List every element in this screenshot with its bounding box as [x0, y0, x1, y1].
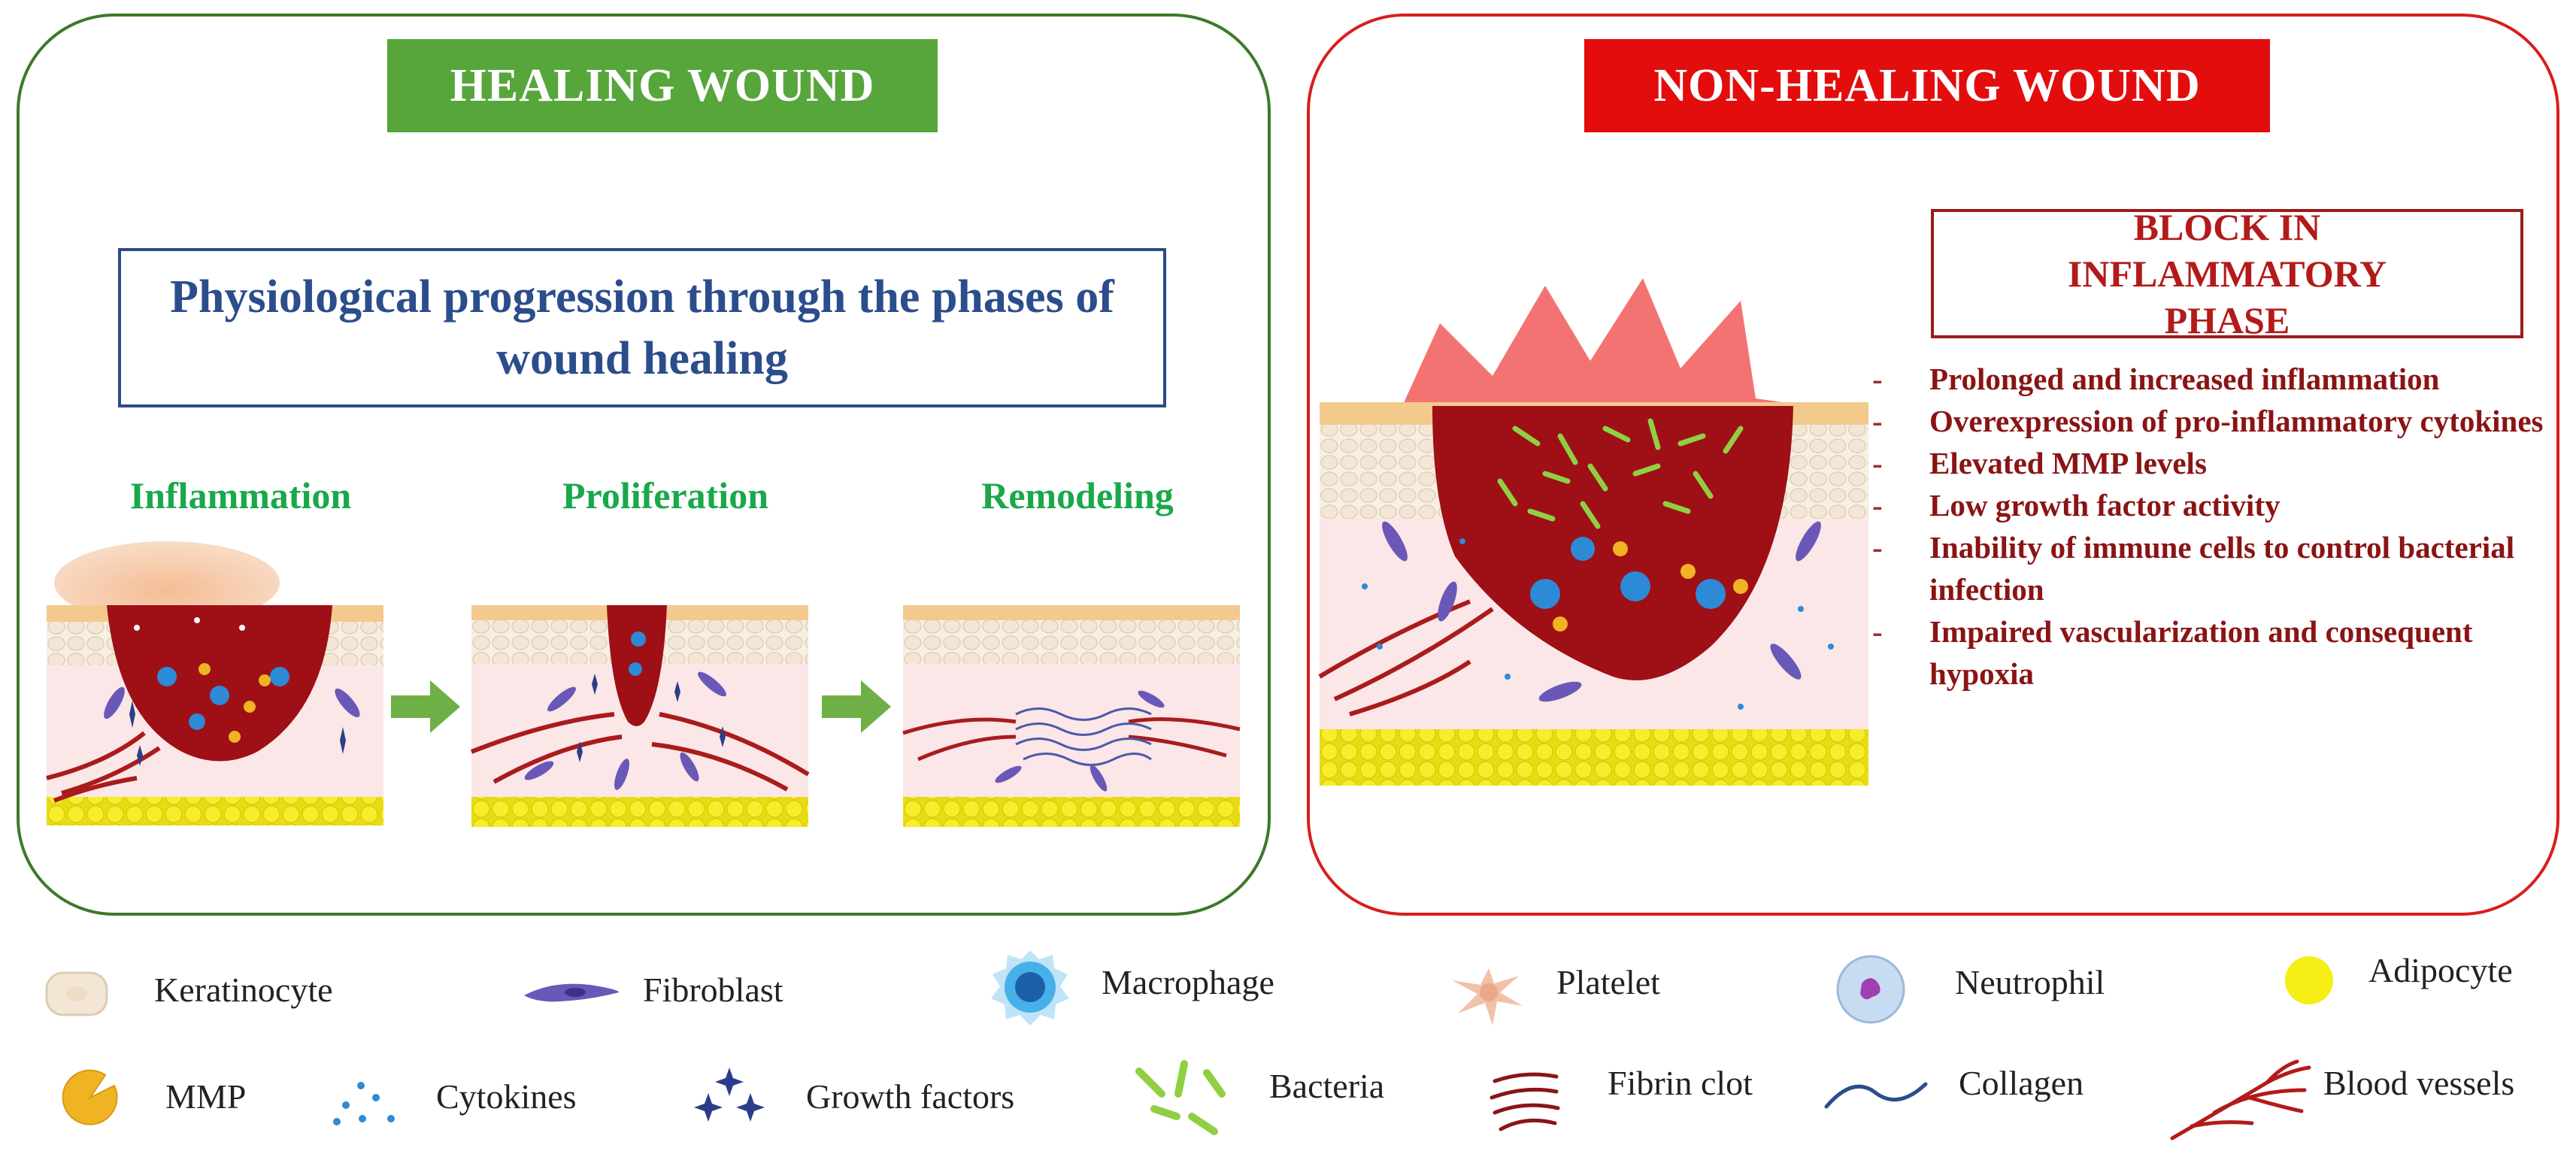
block-title: BLOCK IN INFLAMMATORY PHASE	[2067, 206, 2387, 341]
dash-bullet: -	[1872, 404, 1883, 438]
adipocyte-icon	[2285, 956, 2333, 1004]
dash-bullet: -	[1872, 488, 1883, 522]
non-healing-wound-panel	[1307, 14, 2559, 916]
non-healing-skin-illustration	[1318, 278, 1868, 786]
phase-label-remodeling: Remodeling	[981, 474, 1174, 516]
fibrin-clot-icon	[1490, 1072, 1560, 1131]
legend-mmp-label: MMP	[165, 1077, 247, 1116]
arrow-right-icon	[391, 680, 460, 733]
legend-macrophage-label: Macrophage	[1102, 963, 1274, 1001]
feature-item: - Elevated MMP levels	[1872, 442, 2564, 484]
keratinocyte-icon	[45, 971, 108, 1016]
non-healing-features-list: - Prolonged and increased inflammation - O…	[1872, 358, 2564, 695]
feature-item: - Overexpression of pro-inflammatory cyto…	[1872, 400, 2564, 442]
feature-item: - Low growth factor activity	[1872, 484, 2564, 526]
feature-item: - Prolonged and increased inflammation	[1872, 358, 2564, 400]
feature-text: Inability of immune cells to control bac…	[1929, 530, 2515, 607]
progression-title: Physiological progression through the ph…	[118, 248, 1166, 407]
legend-collagen-label: Collagen	[1959, 1064, 2084, 1102]
feature-text: Low growth factor activity	[1929, 488, 2281, 522]
legend-adipocyte-label: Adipocyte	[2368, 951, 2513, 989]
phase-label-inflammation: Inflammation	[129, 474, 352, 516]
feature-item: - Inability of immune cells to control ba…	[1872, 526, 2564, 610]
healing-wound-banner: HEALING WOUND	[387, 39, 938, 132]
dash-bullet: -	[1872, 362, 1883, 396]
cytokines-icon	[333, 1082, 395, 1125]
mmp-icon	[62, 1069, 118, 1125]
dash-bullet: -	[1872, 446, 1883, 480]
non-healing-wound-banner: NON-HEALING WOUND	[1584, 39, 2270, 132]
legend-growth-factors-label: Growth factors	[806, 1077, 1015, 1116]
block-in-inflammatory-phase-box: BLOCK IN INFLAMMATORY PHASE	[1931, 206, 2523, 341]
remodeling-skin-illustration	[902, 605, 1241, 827]
legend-cytokines-label: Cytokines	[436, 1077, 577, 1116]
proliferation-skin-illustration	[470, 605, 810, 827]
legend-fibroblast-label: Fibroblast	[643, 971, 783, 1009]
feature-text: Prolonged and increased inflammation	[1929, 362, 2440, 396]
bacteria-icon	[1135, 1060, 1226, 1135]
arrow-right-icon	[822, 680, 891, 733]
blood-vessels-icon	[2170, 1059, 2311, 1140]
phase-label-proliferation: Proliferation	[562, 474, 768, 516]
dash-bullet: -	[1872, 530, 1883, 565]
feature-text: Elevated MMP levels	[1929, 446, 2207, 480]
feature-text: Impaired vascularization and consequent …	[1929, 614, 2473, 691]
collagen-icon	[1824, 1082, 1928, 1109]
legend-keratinocyte-label: Keratinocyte	[154, 971, 333, 1009]
neutrophil-icon	[1836, 955, 1905, 1024]
healing-wound-panel	[17, 14, 1271, 916]
growth-factors-icon	[694, 1068, 765, 1122]
inflammation-skin-illustration	[46, 541, 383, 825]
legend-bacteria-label: Bacteria	[1269, 1067, 1385, 1105]
dash-bullet: -	[1872, 614, 1883, 649]
legend-neutrophil-label: Neutrophil	[1955, 963, 2105, 1001]
fibroblast-icon	[524, 983, 619, 1002]
feature-item: - Impaired vascularization and consequent…	[1872, 610, 2564, 695]
legend-blood-vessels-label: Blood vessels	[2323, 1064, 2515, 1102]
macrophage-icon	[991, 950, 1069, 1025]
platelet-icon	[1452, 968, 1523, 1025]
legend-fibrin-clot-label: Fibrin clot	[1608, 1064, 1753, 1102]
feature-text: Overexpression of pro-inflammatory cytok…	[1929, 404, 2544, 438]
legend-platelet-label: Platelet	[1556, 963, 1660, 1001]
